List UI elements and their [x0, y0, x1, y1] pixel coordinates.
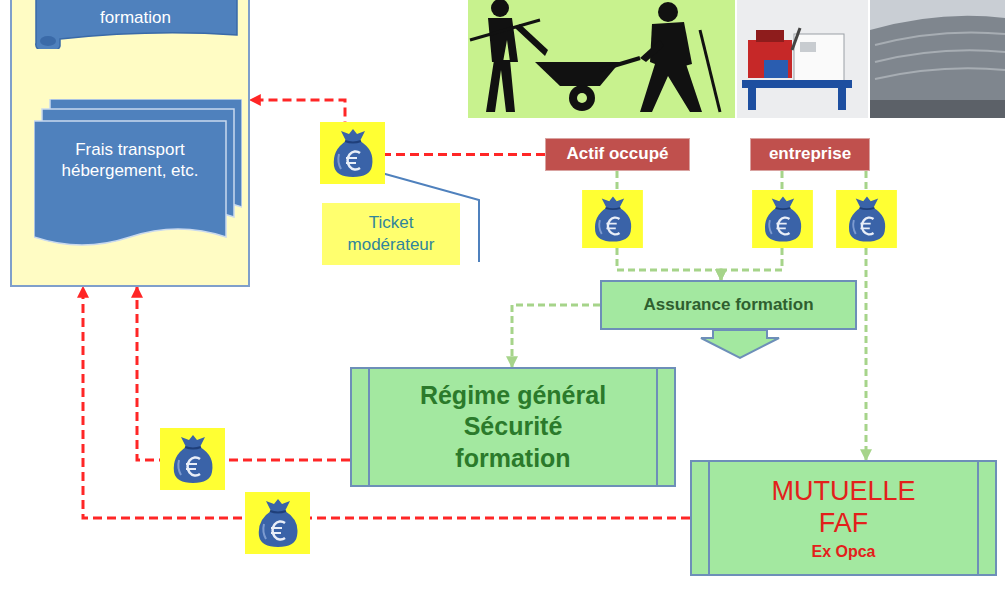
node-text: entreprise — [769, 144, 851, 164]
scroll-shape: formation — [32, 0, 239, 49]
scroll-body — [36, 0, 237, 49]
side-bar — [368, 369, 370, 485]
money-bag-icon — [752, 190, 813, 248]
side-bar — [708, 462, 710, 574]
node-text: Actif occupé — [566, 144, 668, 164]
actor-box: Actif occupé — [545, 138, 690, 171]
side-bar — [656, 369, 658, 485]
node-text: Frais transport hébergement, etc. — [55, 139, 205, 182]
money-bag-icon — [320, 122, 385, 184]
process-box: Régime général Sécurité formation — [350, 367, 676, 487]
money-bag-icon — [582, 190, 643, 248]
dashed-connector — [83, 287, 690, 518]
block-arrow — [701, 330, 779, 358]
scroll-curl — [40, 36, 56, 46]
worker-picture — [468, 0, 735, 118]
note-box: Ticket modérateur — [322, 203, 460, 265]
node-text: Régime général Sécurité formation — [408, 380, 618, 474]
cost-panel: formationFrais transport hébergement, et… — [10, 0, 250, 287]
node-text: MUTUELLE FAF — [756, 475, 931, 540]
document-sheet — [34, 121, 226, 245]
document-stack: Frais transport hébergement, etc. — [34, 99, 242, 249]
node-text: formation — [100, 8, 171, 28]
process-box: Assurance formation — [600, 280, 857, 330]
actor-box: entreprise — [750, 138, 870, 171]
node-text: Ticket modérateur — [335, 212, 447, 256]
process-box: MUTUELLE FAF Ex Opca — [690, 460, 997, 576]
building-picture — [870, 0, 1005, 118]
money-bag-icon — [245, 492, 310, 554]
side-bar — [977, 462, 979, 574]
machine-picture — [737, 0, 868, 118]
money-bag-icon — [160, 428, 225, 490]
money-bag-icon — [836, 190, 897, 248]
dashed-connector — [512, 305, 600, 367]
node-text: Assurance formation — [643, 295, 813, 315]
node-text: Ex Opca — [811, 542, 875, 561]
